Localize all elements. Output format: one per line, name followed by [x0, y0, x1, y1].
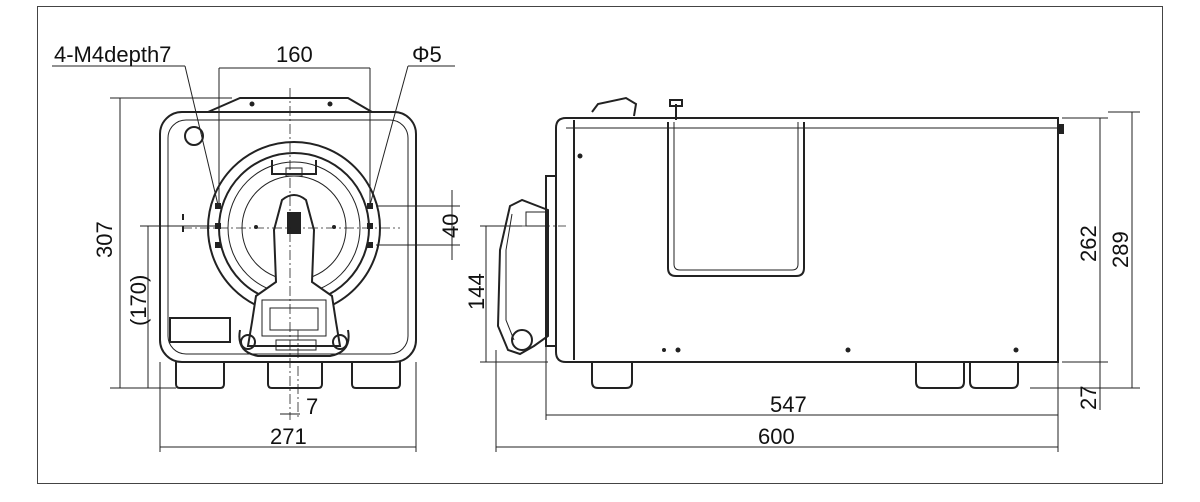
side-view — [486, 96, 1064, 389]
dim-overall-height-side: 289 — [1108, 231, 1133, 268]
mounting-holes — [215, 203, 373, 248]
dim-hole-spacing-height: 40 — [438, 214, 463, 238]
callout-hole-diameter: Φ5 — [412, 42, 442, 67]
top-control-panel — [591, 96, 638, 117]
callout-tapped-holes: 4-M4depth7 — [54, 42, 171, 67]
side-foot-rear-2 — [969, 362, 1019, 389]
side-dimensions — [480, 111, 1140, 452]
sample-compartment-lid — [667, 122, 805, 277]
front-foot-center — [267, 362, 323, 389]
dim-hole-spacing-width: 160 — [276, 42, 313, 67]
side-foot-rear-1 — [915, 362, 965, 389]
front-view — [159, 88, 417, 420]
dim-body-length: 547 — [770, 392, 807, 417]
front-port — [184, 126, 204, 146]
drawing-frame — [37, 6, 1163, 484]
dim-reference-height: (170) — [126, 275, 151, 326]
dim-center-offset: 7 — [306, 394, 318, 419]
front-foot-left — [175, 362, 225, 389]
side-sample-arm — [496, 198, 549, 356]
label-plate — [169, 317, 231, 343]
dim-handle-height: 144 — [464, 273, 489, 310]
dim-overall-width: 271 — [270, 424, 307, 449]
dim-body-height: 262 — [1076, 225, 1101, 262]
side-foot-front — [591, 362, 633, 389]
top-bracket — [207, 97, 373, 113]
dim-feet-height: 27 — [1076, 386, 1101, 410]
front-foot-right — [351, 362, 401, 389]
dim-overall-length: 600 — [758, 424, 795, 449]
dim-overall-height: 307 — [92, 221, 117, 258]
side-body — [555, 117, 1059, 363]
front-dimensions — [52, 65, 460, 452]
front-body — [159, 111, 417, 363]
